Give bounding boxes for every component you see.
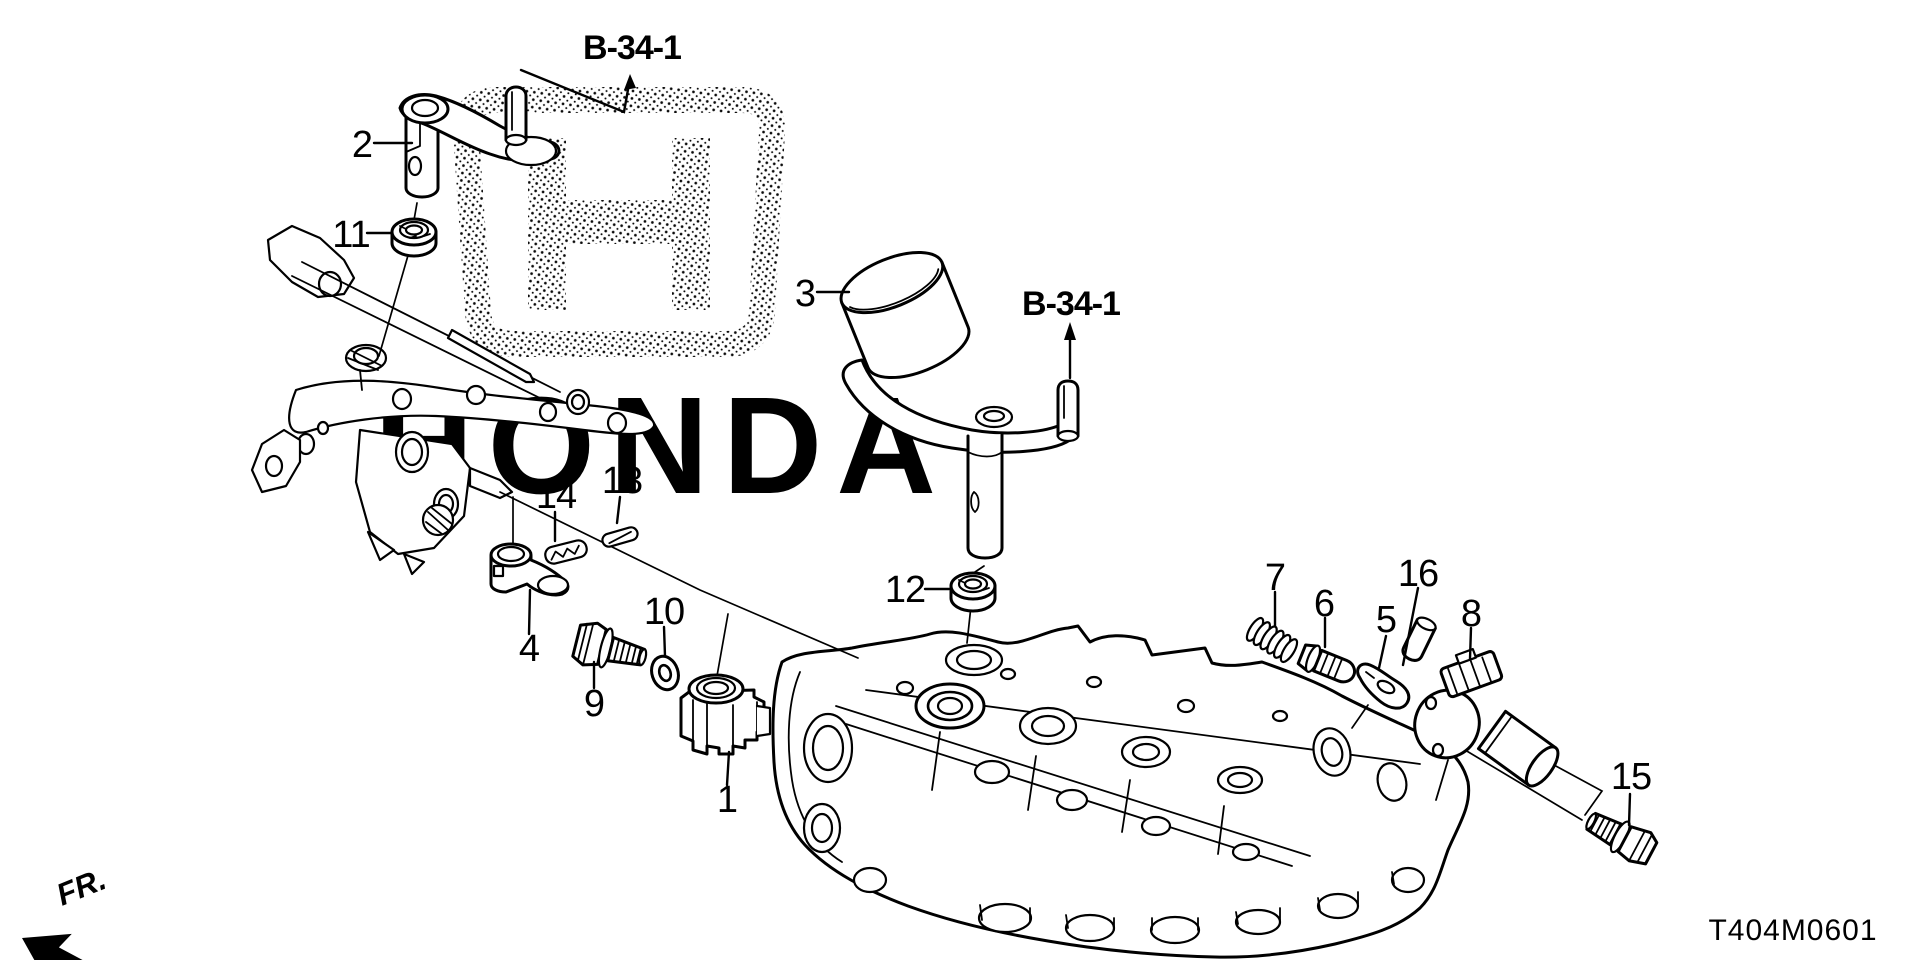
part-callout-10[interactable]: 10 — [644, 591, 685, 633]
part-5-claw — [1356, 662, 1411, 710]
part-callout-15[interactable]: 15 — [1611, 756, 1652, 798]
part-16-pin — [1401, 616, 1437, 662]
part-1-interlock — [679, 673, 772, 756]
part-3-shift-lever — [839, 250, 1080, 560]
part-callout-2[interactable]: 2 — [352, 124, 373, 166]
part-callout-9[interactable]: 9 — [584, 683, 605, 725]
fr-label: FR. — [52, 861, 111, 912]
part-callout-14[interactable]: 14 — [536, 475, 578, 517]
part-10-washer — [650, 654, 680, 692]
diagram-code: T404M0601 — [1708, 914, 1877, 947]
part-9-bolt — [571, 621, 648, 669]
part-14-spring-pin — [544, 539, 588, 565]
part-11-grommet — [390, 217, 438, 258]
part-8-position-sensor — [1413, 647, 1560, 788]
part-callout-13[interactable]: 13 — [602, 460, 643, 502]
transmission-case — [771, 624, 1471, 959]
part-7-spring — [1245, 616, 1299, 664]
leader-lines — [365, 68, 1632, 827]
part-callout-6[interactable]: 6 — [1314, 583, 1335, 625]
part-2-select-lever — [398, 85, 561, 199]
part-callout-3[interactable]: 3 — [795, 273, 816, 315]
part-callout-1[interactable]: 1 — [717, 779, 738, 821]
part-callout-8[interactable]: 8 — [1461, 593, 1482, 635]
labels: B-34-1 B-34-1 2 11 3 14 13 4 10 9 1 12 7… — [332, 29, 1877, 947]
part-callout-11[interactable]: 11 — [332, 214, 370, 256]
reference-label-b341-mid[interactable]: B-34-1 — [1022, 285, 1121, 323]
part-callout-5[interactable]: 5 — [1376, 599, 1397, 641]
shift-bracket-frame — [250, 224, 656, 576]
part-13-pin — [601, 526, 639, 548]
fr-arrow-icon — [22, 933, 117, 960]
part-callout-7[interactable]: 7 — [1265, 557, 1286, 599]
part-4-shift-arm — [489, 542, 570, 597]
reference-label-b341-top[interactable]: B-34-1 — [583, 29, 682, 67]
part-6-set-bolt — [1296, 643, 1357, 684]
part-callout-12[interactable]: 12 — [885, 569, 926, 611]
part-12-grommet — [949, 571, 997, 613]
fr-direction-indicator: FR. — [22, 861, 117, 960]
part-15-flange-bolt — [1585, 811, 1659, 866]
part-callout-16[interactable]: 16 — [1398, 553, 1439, 595]
part-callout-4[interactable]: 4 — [519, 628, 541, 670]
